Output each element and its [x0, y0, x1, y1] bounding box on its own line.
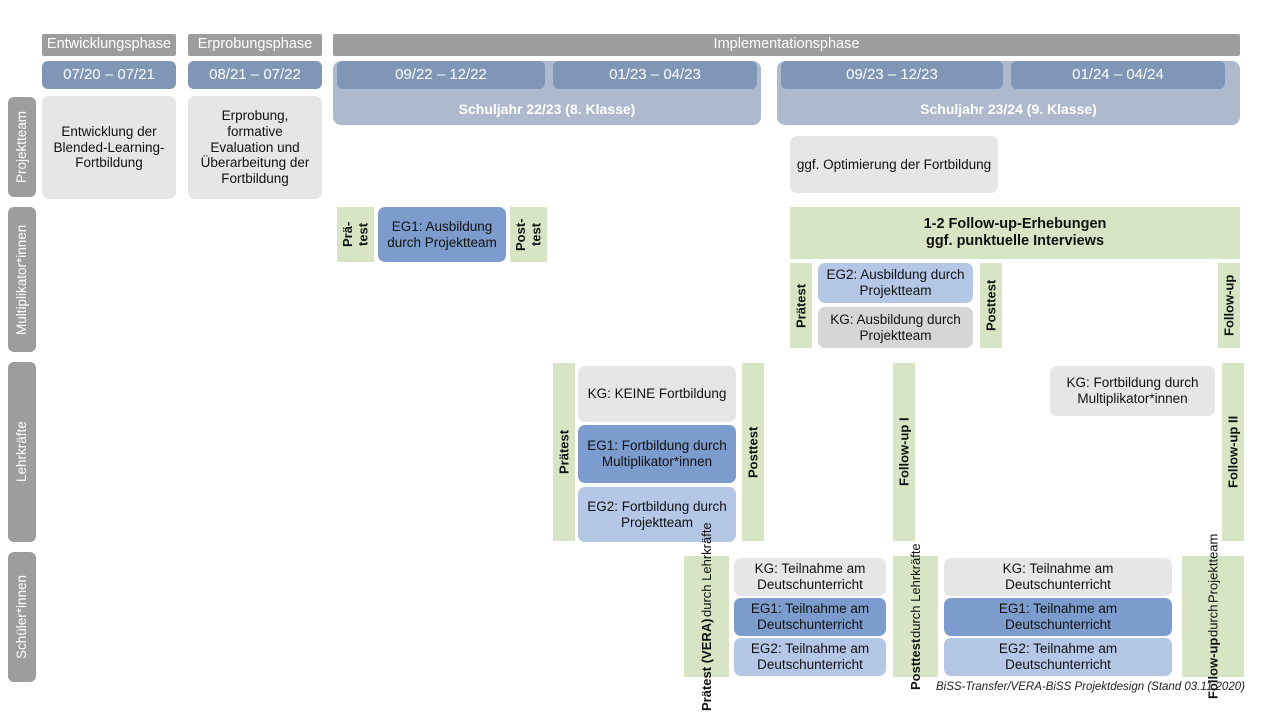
lehrkraefte-eg1-label: EG1: Fortbildung durch Multiplikator*inn… [587, 438, 727, 469]
row-label-multiplikatorinnen: Multiplikator*innen [8, 207, 36, 352]
row-label-projektteam: Projektteam [8, 97, 36, 197]
multiplikatorinnen-posttest-2-label: Posttest [983, 279, 999, 332]
projektteam-entwicklung-label: Entwicklung der Blended-Learning-Fortbil… [53, 123, 165, 171]
lehrkraefte-followup-1-label: Follow-up I [896, 417, 912, 487]
schuelerinnen-posttest-sub: durch Lehrkräfte [907, 543, 923, 638]
school-year-label: Schuljahr 22/23 (8. Klasse) [458, 101, 636, 118]
phase-header-label: Erprobungsphase [197, 36, 313, 53]
multiplikatorinnen-kg-box: KG: Ausbildung durch Projektteam [818, 307, 973, 348]
multiplikatorinnen-eg2-box: EG2: Ausbildung durch Projektteam [818, 263, 973, 303]
multiplikatorinnen-posttest-1-strip: Post- test [510, 207, 547, 262]
date-bar-0922-1222: 09/22 – 12/22 [337, 61, 545, 89]
schuelerinnen-posttest-strip: Posttest durch Lehrkräfte [893, 543, 938, 690]
multiplikatorinnen-followup-label: Follow-up [1221, 274, 1237, 337]
schuelerinnen-praetest-stack: Prätest (VERA) durch Lehrkräfte [699, 522, 714, 710]
multiplikatorinnen-eg2-label: EG2: Ausbildung durch Projektteam [826, 267, 965, 298]
multiplikatorinnen-praetest-1-label: Prä- test [340, 221, 371, 248]
date-bar-0720-0721: 07/20 – 07/21 [42, 61, 176, 89]
lehrkraefte-kg-2-label: KG: Fortbildung durch Multiplikator*inne… [1066, 375, 1199, 406]
multiplikatorinnen-followup-banner-line1: 1-2 Follow-up-Erhebungen [923, 215, 1107, 232]
multiplikatorinnen-posttest-1-label: Post- test [513, 218, 544, 251]
multiplikatorinnen-eg1-label: EG1: Ausbildung durch Projektteam [387, 218, 497, 250]
date-bar-label: 01/23 – 04/23 [609, 66, 701, 84]
projektteam-erprobung-box: Erprobung, formative Evaluation und Über… [188, 96, 322, 199]
multiplikatorinnen-followup-banner: 1-2 Follow-up-Erhebungen ggf. punktuelle… [790, 207, 1240, 259]
multiplikatorinnen-praetest-2-label: Prätest [793, 283, 809, 328]
multiplikatorinnen-followup-strip: Follow-up [1218, 263, 1240, 348]
row-label-lehrkraefte: Lehrkräfte [8, 362, 36, 542]
multiplikatorinnen-optimierung-box: ggf. Optimierung der Fortbildung [790, 136, 998, 193]
schuelerinnen-kg-1-box: KG: Teilnahme am Deutschunterricht [734, 558, 886, 596]
row-label-text: Lehrkräfte [14, 421, 30, 483]
projektteam-entwicklung-box: Entwicklung der Blended-Learning-Fortbil… [42, 96, 176, 199]
lehrkraefte-praetest-label: Prätest [556, 429, 572, 475]
multiplikatorinnen-praetest-2-strip: Prätest [790, 263, 812, 348]
date-bar-label: 07/20 – 07/21 [63, 66, 155, 84]
schuelerinnen-eg2-1-box: EG2: Teilnahme am Deutschunterricht [734, 638, 886, 676]
schuelerinnen-kg-2-label: KG: Teilnahme am Deutschunterricht [1002, 561, 1114, 592]
row-label-text: Projektteam [14, 110, 30, 184]
phase-header-label: Entwicklungsphase [46, 36, 172, 53]
lehrkraefte-praetest-strip: Prätest [553, 363, 575, 541]
schuelerinnen-praetest-main: Prätest (VERA) [698, 618, 714, 711]
phase-header-label: Implementationsphase [713, 36, 860, 53]
schuelerinnen-kg-1-label: KG: Teilnahme am Deutschunterricht [754, 561, 866, 592]
schuelerinnen-followup-sub2: Projektteam [1205, 533, 1221, 604]
date-bar-0123-0423: 01/23 – 04/23 [553, 61, 757, 89]
schuelerinnen-praetest-strip: Prätest (VERA) durch Lehrkräfte [684, 522, 729, 711]
date-bar-label: 09/23 – 12/23 [846, 66, 938, 84]
schuelerinnen-eg1-2-box: EG1: Teilnahme am Deutschunterricht [944, 598, 1172, 636]
date-bar-0124-0424: 01/24 – 04/24 [1011, 61, 1225, 89]
multiplikatorinnen-eg1-box: EG1: Ausbildung durch Projektteam [378, 207, 506, 262]
schuelerinnen-eg1-2-label: EG1: Teilnahme am Deutschunterricht [998, 601, 1118, 632]
date-bar-label: 08/21 – 07/22 [209, 66, 301, 84]
phase-header-erprobungsphase: Erprobungsphase [188, 34, 322, 56]
multiplikatorinnen-followup-banner-line2: ggf. punktuelle Interviews [925, 233, 1105, 249]
lehrkraefte-followup-1-strip: Follow-up I [893, 363, 915, 541]
lehrkraefte-eg1-box: EG1: Fortbildung durch Multiplikator*inn… [578, 425, 736, 483]
row-label-schuelerinnen: Schüler*innen [8, 552, 36, 682]
date-bar-0923-1223: 09/23 – 12/23 [781, 61, 1003, 89]
lehrkraefte-posttest-strip: Posttest [742, 363, 764, 541]
date-bar-0821-0722: 08/21 – 07/22 [188, 61, 322, 89]
projektteam-erprobung-label: Erprobung, formative Evaluation und Über… [200, 107, 310, 187]
multiplikatorinnen-optimierung-label: ggf. Optimierung der Fortbildung [796, 156, 992, 172]
school-year-label: Schuljahr 23/24 (9. Klasse) [920, 101, 1097, 118]
multiplikatorinnen-kg-label: KG: Ausbildung durch Projektteam [830, 311, 961, 343]
lehrkraefte-kg-2-box: KG: Fortbildung durch Multiplikator*inne… [1050, 366, 1215, 416]
lehrkraefte-followup-2-strip: Follow-up II [1222, 363, 1244, 541]
phase-header-entwicklungsphase: Entwicklungsphase [42, 34, 176, 56]
lehrkraefte-kg-label: KG: KEINE Fortbildung [587, 386, 727, 402]
lehrkraefte-eg2-box: EG2: Fortbildung durch Projektteam [578, 487, 736, 542]
lehrkraefte-eg2-label: EG2: Fortbildung durch Projektteam [587, 498, 727, 530]
schuelerinnen-eg1-1-box: EG1: Teilnahme am Deutschunterricht [734, 598, 886, 636]
multiplikatorinnen-posttest-2-strip: Posttest [980, 263, 1002, 348]
phase-header-implementationsphase: Implementationsphase [333, 34, 1240, 56]
schuelerinnen-eg2-2-label: EG2: Teilnahme am Deutschunterricht [998, 641, 1118, 672]
schuelerinnen-followup-sub1: durch [1205, 604, 1221, 637]
lehrkraefte-kg-box: KG: KEINE Fortbildung [578, 366, 736, 422]
schuelerinnen-kg-2-box: KG: Teilnahme am Deutschunterricht [944, 558, 1172, 596]
footer-caption: BiSS-Transfer/VERA-BiSS Projektdesign (S… [936, 681, 1245, 693]
schuelerinnen-posttest-main: Posttest [907, 638, 923, 690]
row-label-text: Schüler*innen [14, 574, 30, 660]
date-bar-label: 01/24 – 04/24 [1072, 66, 1164, 84]
schuelerinnen-eg1-1-label: EG1: Teilnahme am Deutschunterricht [750, 601, 870, 632]
row-label-text: Multiplikator*innen [14, 224, 30, 335]
date-bar-label: 09/22 – 12/22 [395, 66, 487, 84]
schuelerinnen-praetest-sub: durch Lehrkräfte [698, 522, 714, 618]
lehrkraefte-posttest-label: Posttest [745, 426, 761, 478]
schuelerinnen-eg2-2-box: EG2: Teilnahme am Deutschunterricht [944, 638, 1172, 676]
schuelerinnen-followup-stack: Follow-up durch Projektteam [1205, 534, 1220, 699]
lehrkraefte-followup-2-label: Follow-up II [1225, 415, 1241, 489]
schuelerinnen-posttest-stack: Posttest durch Lehrkräfte [908, 543, 923, 690]
schuelerinnen-followup-strip: Follow-up durch Projektteam [1182, 534, 1244, 699]
schuelerinnen-eg2-1-label: EG2: Teilnahme am Deutschunterricht [750, 641, 870, 672]
multiplikatorinnen-praetest-1-strip: Prä- test [337, 207, 374, 262]
